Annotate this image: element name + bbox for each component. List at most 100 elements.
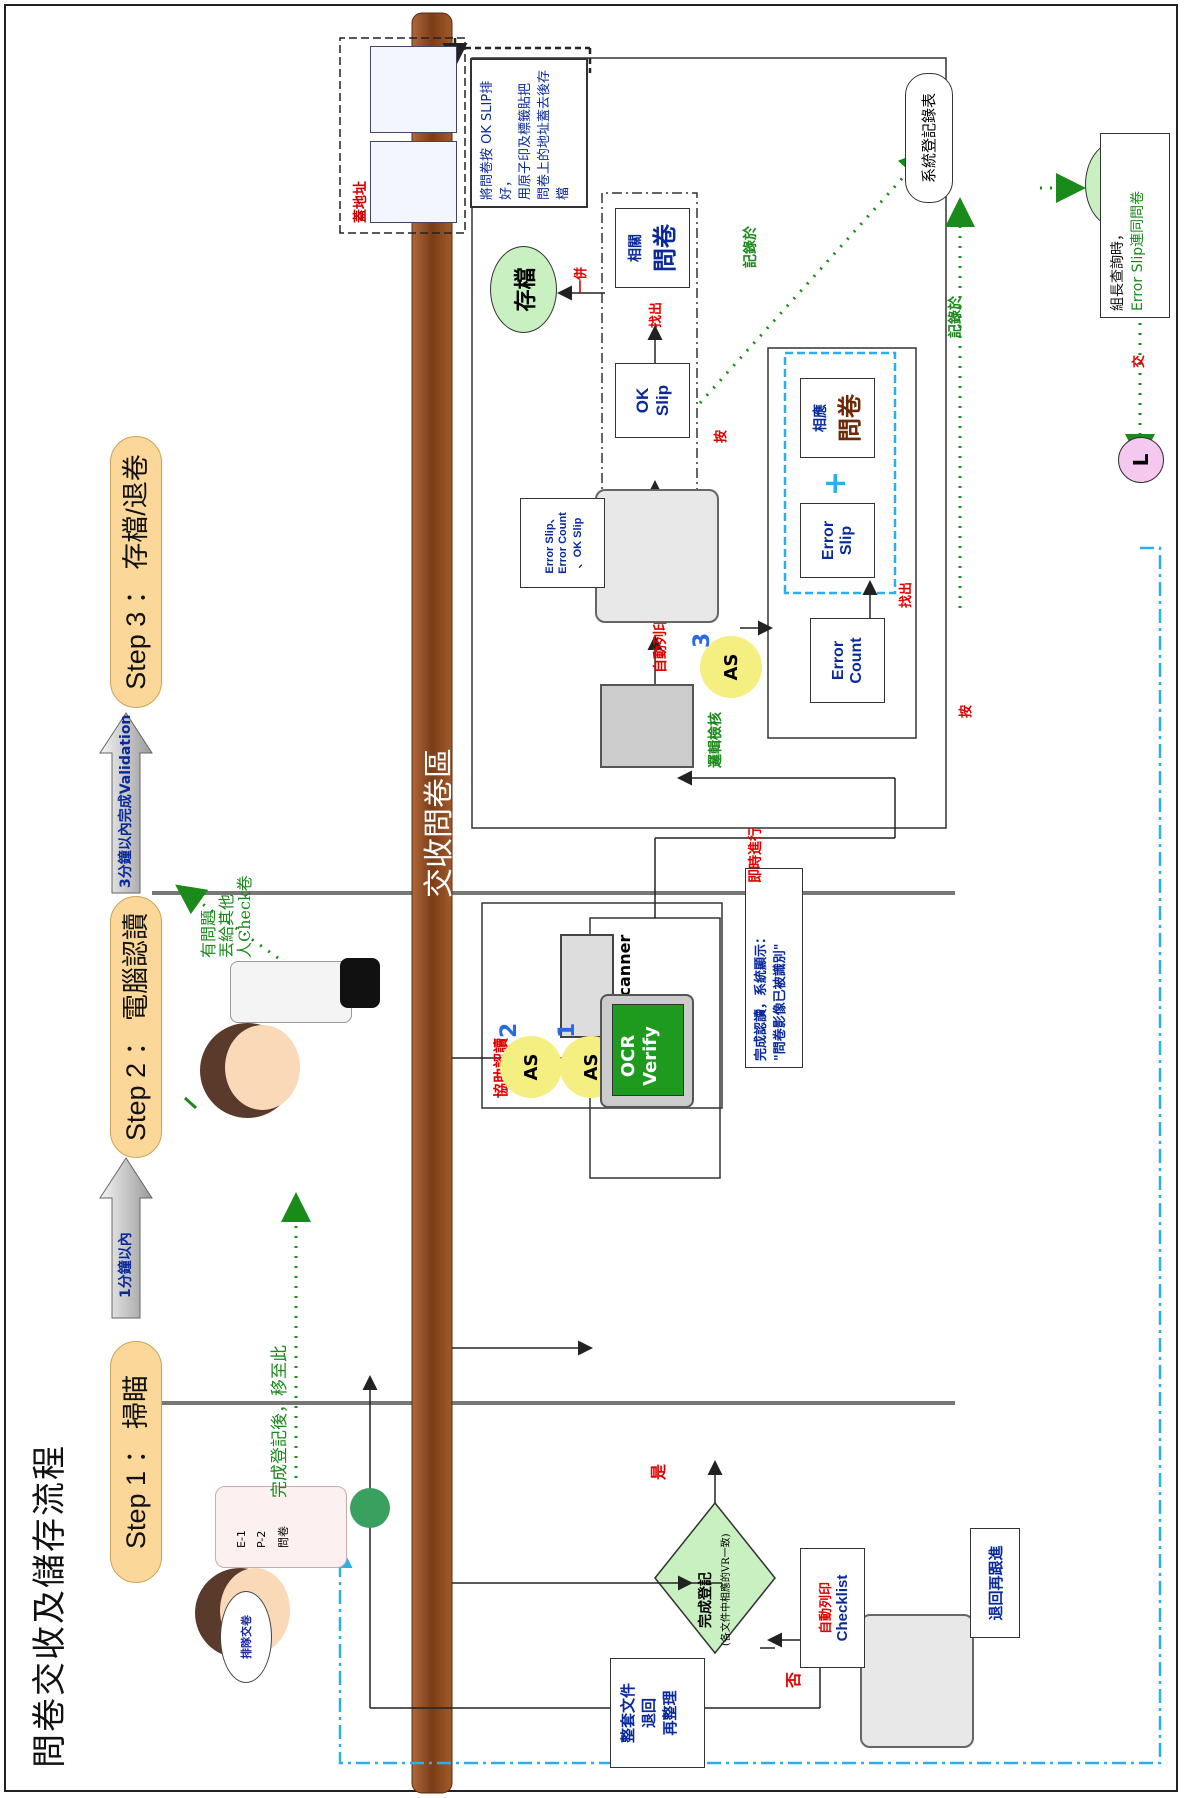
pole-label: 交收問卷區 bbox=[422, 748, 457, 898]
leader-box: 組長查詢時， Error Slip連同問卷 bbox=[1100, 133, 1170, 318]
checklist-label: Checklist bbox=[833, 1574, 851, 1642]
timing-step1: 1分鐘以內 bbox=[118, 1232, 134, 1298]
ocr-done-line-1: 完成認讀，系統顯示： bbox=[754, 930, 769, 1061]
as3-number: 3 bbox=[690, 632, 715, 648]
printer2-icon bbox=[595, 489, 719, 623]
return-line-2: 退回 bbox=[640, 1698, 658, 1729]
ok-slip-doc: OK Slip bbox=[615, 363, 690, 438]
ocr-line-1: OCR bbox=[618, 1034, 639, 1078]
record-label-1: 記錄於 bbox=[743, 226, 759, 268]
L-connector: L bbox=[1118, 437, 1164, 483]
related2-line-1: 相應 bbox=[812, 404, 828, 432]
together-label: 一併 bbox=[574, 266, 589, 293]
find-label-2: 找出 bbox=[899, 581, 914, 608]
return-line-3: 再整理 bbox=[661, 1690, 679, 1736]
related-q-doc-2: 相應 問卷 bbox=[800, 378, 875, 458]
find-label-1: 找出 bbox=[649, 301, 664, 328]
by-label-2: 按 bbox=[959, 704, 974, 718]
record-label-2: 記錄於 bbox=[948, 296, 964, 338]
scanner-box bbox=[481, 902, 723, 1109]
print-line-1: Error Slip、 bbox=[543, 512, 556, 574]
step-arrow-2 bbox=[99, 712, 153, 894]
auto-print-label-2: 自動列印 bbox=[653, 617, 669, 673]
ok-slip-line-2: Slip bbox=[652, 384, 672, 417]
checklist-doc: 自動列印 Checklist bbox=[800, 1548, 865, 1668]
ocr-done-line-2: "問卷影像已被識別" bbox=[773, 943, 788, 1061]
as1-number: 1 bbox=[555, 1022, 580, 1038]
problem-line-2: 丟給其他 bbox=[217, 893, 236, 958]
problem-note: 有問題 丟給其他 人Check卷 bbox=[199, 875, 254, 958]
error-slip-line-1: Error bbox=[819, 520, 837, 561]
page-title: 問卷交收及儲存流程 bbox=[30, 1444, 70, 1768]
ocr-done-box: 完成認讀，系統顯示： "問卷影像已被識別" bbox=[745, 868, 803, 1068]
error-count-line-1: Error bbox=[829, 640, 847, 681]
step-arrow-1 bbox=[99, 1157, 153, 1319]
error-count-doc: Error Count bbox=[810, 618, 885, 703]
hand-over-label: 交 bbox=[1132, 354, 1147, 368]
note-line-1: 將問卷按 OK SLIP排好， bbox=[480, 80, 514, 200]
address-envelope-1 bbox=[370, 141, 457, 223]
step2-pill: Step 2 ： 電腦認讀 bbox=[110, 896, 162, 1158]
step2-person-illustration bbox=[190, 948, 390, 1118]
move-here-note: 完成登記後，移至此 bbox=[270, 1345, 290, 1498]
leader-line-2: Error Slip連同問卷 bbox=[1130, 190, 1146, 311]
yes-label: 是 bbox=[649, 1463, 668, 1480]
cover-address-box bbox=[339, 37, 466, 234]
ocr-line-2: Verify bbox=[640, 1026, 661, 1086]
error-slip-line-2: Slip bbox=[837, 525, 855, 556]
print-line-3: 、OK Slip bbox=[571, 517, 584, 569]
as1-label: AS bbox=[580, 1053, 602, 1081]
auto-print-label-1: 自動列印 bbox=[817, 1582, 833, 1635]
doc-e1-label: E-1 bbox=[235, 1530, 248, 1548]
decision-diamond bbox=[654, 1501, 776, 1655]
step3-box bbox=[471, 57, 947, 829]
error-slip-dashed-box bbox=[783, 351, 897, 595]
leader-line-1: 組長查詢時， bbox=[1110, 227, 1126, 311]
step3-pill: Step 3 ： 存檔/退卷 bbox=[110, 436, 162, 708]
by-label-1: 按 bbox=[714, 429, 729, 443]
error-box bbox=[767, 347, 917, 739]
plus-sign: + bbox=[818, 470, 853, 496]
archive-bubble: 存檔 bbox=[490, 246, 557, 333]
note-line-2: 用原子印及標籤貼把 bbox=[518, 82, 533, 200]
print-slips-doc: Error Slip、 Error Count 、OK Slip bbox=[520, 498, 605, 588]
problem-line-1: 有問題 bbox=[199, 909, 218, 958]
no-label: 否 bbox=[784, 1671, 803, 1688]
related1-line-2: 問卷 bbox=[652, 224, 679, 272]
wooden-pole bbox=[411, 12, 453, 1794]
doc-p2-label: P-2 bbox=[255, 1530, 268, 1548]
sys-record-box: 系統登記錄表 bbox=[905, 73, 953, 203]
return-line-1: 整套文件 bbox=[619, 1683, 637, 1744]
L-label: L bbox=[1129, 453, 1153, 467]
decision-sub-label: (各文件中相應的VR一致) bbox=[721, 1533, 732, 1646]
related2-line-2: 問卷 bbox=[837, 394, 864, 442]
server-icon bbox=[600, 684, 694, 768]
sys-record-label: 系統登記錄表 bbox=[920, 93, 938, 184]
doc-label: 問卷 bbox=[277, 1526, 290, 1548]
print-line-2: Error Count bbox=[556, 512, 569, 574]
instant-label: 即時進行 bbox=[748, 827, 764, 883]
archive-note-box: 將問卷按 OK SLIP排好， 用原子印及標籤貼把 問卷上的地址蓋去後存檔 bbox=[470, 58, 588, 208]
address-envelope-2 bbox=[370, 46, 457, 133]
logic-check-label: 邏輯檢核 bbox=[708, 712, 724, 768]
as2-number: 2 bbox=[497, 1022, 522, 1038]
error-slip-doc: Error Slip bbox=[800, 503, 875, 578]
step1-pill: Step 1 ： 掃瞄 bbox=[110, 1341, 162, 1583]
as3-label: AS bbox=[720, 653, 742, 681]
ok-slip-line-1: OK bbox=[632, 387, 652, 414]
return-track-box: 退回再跟進 bbox=[970, 1528, 1020, 1638]
note-line-3: 問卷上的地址蓋去後存檔 bbox=[537, 69, 571, 200]
cover-address-label: 蓋地址 bbox=[353, 181, 369, 223]
timing-step2: 3分鐘以內完成Validation bbox=[118, 714, 134, 888]
problem-line-3: 人Check卷 bbox=[235, 875, 254, 958]
related-q-doc-1: 相關 問卷 bbox=[615, 208, 690, 288]
queue-speech-bubble: 排隊交卷 bbox=[220, 1591, 272, 1683]
archive-label: 存檔 bbox=[513, 267, 539, 312]
return-docs-box: 整套文件 退回 再整理 bbox=[610, 1658, 705, 1768]
queue-bubble-text: 排隊交卷 bbox=[240, 1615, 253, 1659]
as2-bubble: AS bbox=[500, 1036, 562, 1098]
ocr-label: OCR Verify bbox=[618, 1026, 662, 1086]
decision-label: 完成登記 bbox=[698, 1572, 714, 1628]
